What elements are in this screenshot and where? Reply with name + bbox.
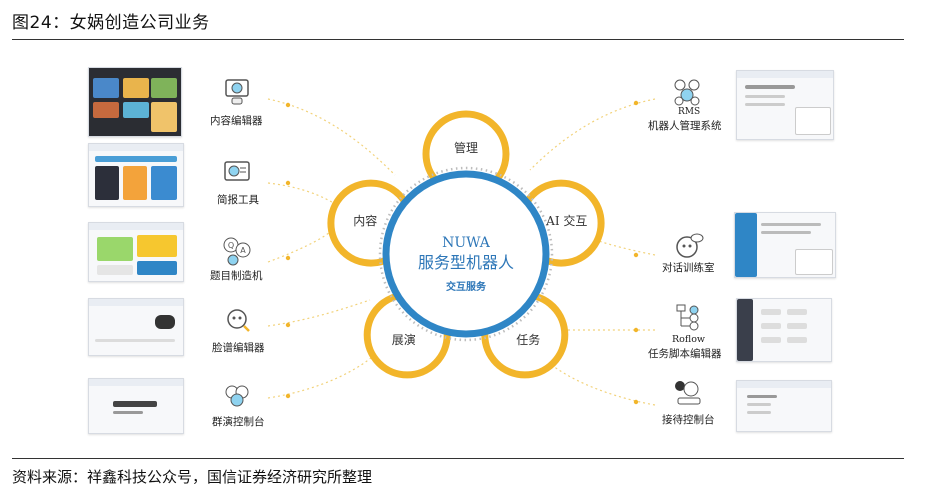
right-feature-label-1a: RMS [678,107,701,117]
reception-console-screenshot [736,380,832,432]
petal-label-manage: 管理 [454,140,478,155]
figure-source: 资料来源：祥鑫科技公众号，国信证券经济研究所整理 [12,468,373,486]
question-maker-screenshot [88,222,184,282]
robot-group-icon [672,77,702,107]
left-feature-label-1: 内容编辑器 [210,115,263,127]
petal-label-content: 内容 [353,213,377,228]
robot-screen-icon [222,77,252,107]
petal-label-ai: AI 交互 [545,213,587,228]
content-editor-screenshot [88,67,182,137]
figure-title: 图24：女娲创造公司业务 [12,13,210,33]
right-feature-label-4: 接待控制台 [662,414,715,426]
group-console-screenshot [88,378,184,434]
center-title-cn: 服务型机器人 [418,253,514,272]
dialog-robot-icon [674,231,704,261]
roflow-screenshot [736,298,832,362]
svg-text:A: A [240,246,246,255]
svg-text:Q: Q [228,241,234,250]
right-feature-label-3a: Roflow [672,334,706,345]
left-feature-label-3: 题目制造机 [210,270,263,282]
petal-label-task: 任务 [516,332,540,347]
dotted-inner-ring [378,166,554,342]
right-feature-label-3b: 任务脚本编辑器 [648,348,722,360]
center-title-en: NUWA [442,235,491,251]
top-divider [12,39,904,40]
left-feature-label-2: 简报工具 [217,194,259,206]
dialog-training-screenshot [734,212,836,278]
face-editor-screenshot [88,298,184,356]
report-tool-screenshot [88,143,184,207]
bottom-divider [12,458,904,459]
report-tool-icon [222,158,252,188]
group-robot-icon [222,380,252,410]
connector-dots [285,100,639,405]
reception-icon [674,378,704,408]
flow-chart-icon [674,302,704,332]
left-feature-label-5: 群演控制台 [212,416,265,428]
right-feature-label-2: 对话训练室 [662,262,715,274]
center-ring [382,170,550,338]
right-feature-label-1b: 机器人管理系统 [648,120,722,132]
center-subtitle: 交互服务 [446,280,487,293]
left-feature-label-4: 脸谱编辑器 [212,342,265,354]
face-edit-icon [222,306,252,336]
petal-label-show: 展演 [392,332,416,347]
rms-screenshot [736,70,834,140]
